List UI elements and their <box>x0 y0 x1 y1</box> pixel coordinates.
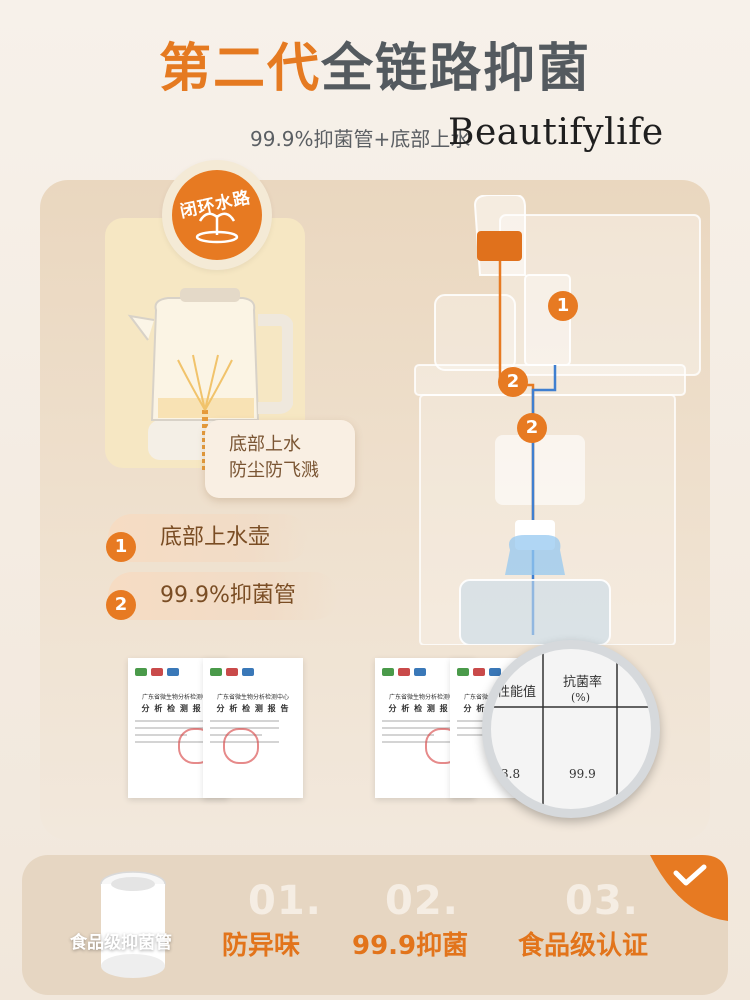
title-main: 全链路抑菌 <box>321 39 592 99</box>
info-line-2: 防尘防飞溅 <box>229 460 319 481</box>
kettle-illustration <box>127 288 293 470</box>
magnifier-col-performance: 性能值 <box>497 685 537 700</box>
certificate-org: 广东省微生物分析检测中心 <box>388 694 461 701</box>
watermark-text: Beautifylife <box>448 112 664 153</box>
feature-pill-2: 99.9%抑菌管 <box>108 572 338 620</box>
certificate-org: 广东省微生物分析检测中心 <box>216 694 289 701</box>
water-dispenser-illustration <box>414 195 701 645</box>
check-icon <box>673 864 707 886</box>
bottom-item-3-number: 03. <box>565 878 639 924</box>
magnifier-table-grid <box>491 649 651 809</box>
dispenser-marker-2b: 2 <box>517 413 547 443</box>
bottom-item-1-label: 防异味 <box>222 931 301 961</box>
food-grade-pipe-image <box>100 871 166 978</box>
magnifier-lens: 性能值 抗菌率 (%) 3.8 99.9 <box>482 640 660 818</box>
bottom-item-2-label: 99.9抑菌 <box>352 931 469 961</box>
certificate-heading: 分 析 检 测 报 告 <box>141 704 215 713</box>
page-title: 第二代全链路抑菌 <box>0 26 750 101</box>
bottom-fill-info-card: 底部上水 防尘防飞溅 <box>205 420 355 498</box>
magnifier-value-1: 3.8 <box>501 767 521 781</box>
feature-label: 底部上水壶 <box>160 525 271 550</box>
feature-number-2: 2 <box>106 590 136 620</box>
feature-label: 99.9%抑菌管 <box>160 583 296 608</box>
certificate-2: 广东省微生物分析检测中心 分 析 检 测 报 告 <box>203 658 303 798</box>
certificate-heading: 分 析 检 测 报 告 <box>388 704 462 713</box>
info-line-1: 底部上水 <box>229 434 301 455</box>
dispenser-marker-1: 1 <box>548 291 578 321</box>
magnifier-col-antibacterial: 抗菌率 <box>563 675 603 690</box>
bottom-item-3-label: 食品级认证 <box>518 931 649 961</box>
fountain-icon <box>195 212 239 244</box>
feature-pill-1: 底部上水壶 <box>108 514 308 562</box>
bottom-item-2-number: 02. <box>385 878 459 924</box>
title-highlight: 第二代 <box>158 39 321 99</box>
red-stamp <box>223 728 259 764</box>
certificate-heading: 分 析 检 测 报 告 <box>216 704 290 713</box>
bottom-item-1-number: 01. <box>248 878 322 924</box>
pipe-label: 食品级抑菌管 <box>70 933 172 953</box>
feature-number-1: 1 <box>106 532 136 562</box>
magnifier-value-2: 99.9 <box>569 767 596 781</box>
magnifier-unit: (%) <box>571 691 591 704</box>
check-corner-badge <box>650 855 728 921</box>
dispenser-marker-2a: 2 <box>498 367 528 397</box>
certificate-org: 广东省微生物分析检测中心 <box>141 694 214 701</box>
subtitle: 99.9%抑菌管+底部上水 <box>250 127 471 151</box>
